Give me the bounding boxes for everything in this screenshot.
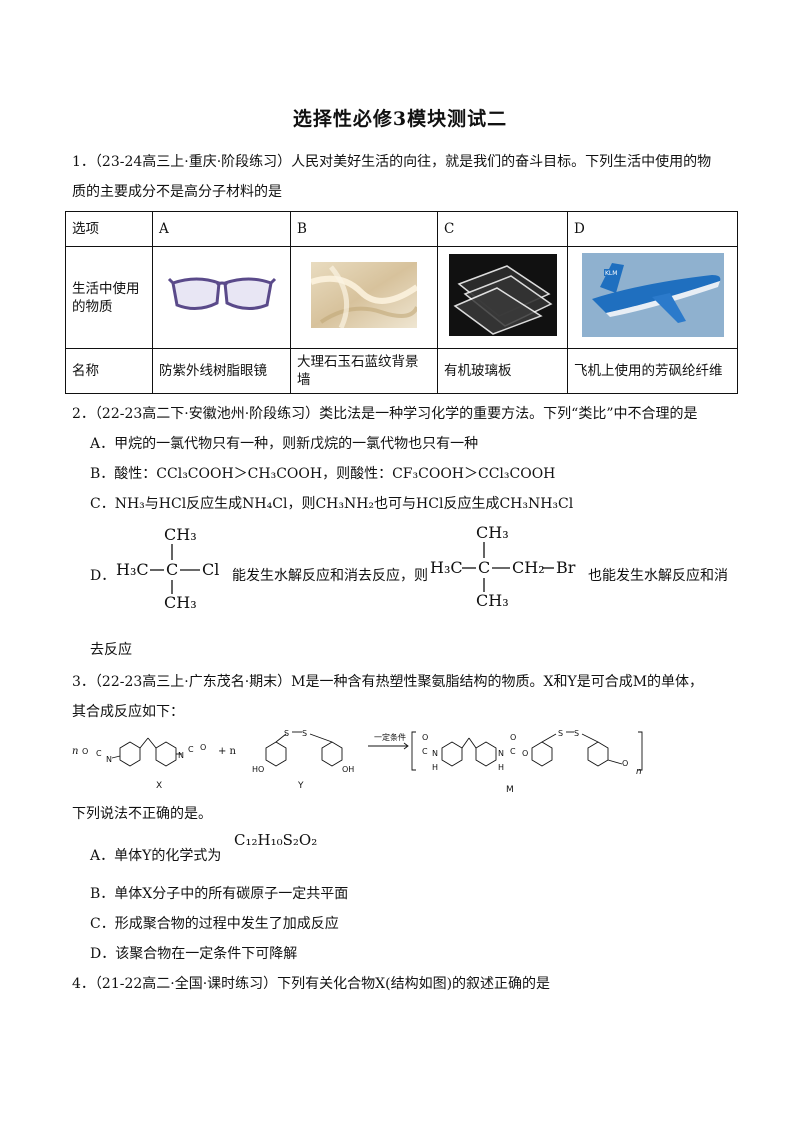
q2-option-a: A．甲烷的一氯代物只有一种，则新戊烷的一氯代物也只有一种	[90, 436, 479, 452]
row-label-items: 生活中使用的物质	[65, 246, 153, 349]
struct2-right: Br	[556, 558, 576, 577]
x-c-left: C	[96, 749, 102, 758]
header-c: C	[437, 211, 568, 247]
x-n-left: N	[106, 755, 112, 764]
m-h2: H	[498, 763, 504, 772]
q3-option-d: D．该聚合物在一定条件下可降解	[90, 946, 298, 962]
y-ho: HO	[252, 765, 264, 774]
reaction-scheme: n + n O C N N C O X HO S S OH Y 一定条件 O C…	[72, 729, 643, 795]
name-c: 有机玻璃板	[437, 348, 568, 394]
struct1-top: CH₃	[164, 525, 197, 544]
header-b: B	[290, 211, 438, 247]
struct2-mid: CH₂	[512, 558, 545, 577]
struct1-center: C	[166, 560, 178, 579]
q1-stem-line1: 1．（23-24高三上·重庆·阶段练习）人民对美好生活的向往，就是我们的奋斗目标…	[72, 154, 712, 170]
marble-icon	[310, 262, 419, 330]
airplane-icon: KLM	[581, 253, 724, 337]
image-glasses	[152, 246, 291, 349]
m-s1: S	[558, 729, 563, 738]
image-airplane: KLM	[567, 246, 738, 349]
q3-stem-line1: 3．（22-23高三上·广东茂名·期末）M是一种含有热塑性聚氨脂结构的物质。X和…	[72, 674, 704, 690]
structure-tert-butyl-chloride: CH₃ H₃C C Cl CH₃	[116, 525, 219, 612]
image-marble	[290, 246, 438, 349]
q3-option-a-formula: C₁₂H₁₀S₂O₂	[234, 831, 318, 849]
header-d: D	[567, 211, 738, 247]
q3-option-a-prefix: A．单体Y的化学式为	[90, 848, 222, 864]
q2-option-d-mid: 能发生水解反应和消去反应，则	[232, 568, 428, 584]
q2-stem: 2．（22-23高二下·安徽池州·阶段练习）类比法是一种学习化学的重要方法。下列…	[72, 406, 698, 422]
struct2-bottom: CH₃	[476, 591, 509, 610]
q3-stem-line2: 其合成反应如下：	[72, 704, 184, 720]
reaction-condition: 一定条件	[374, 732, 406, 742]
y-s2: S	[302, 729, 307, 738]
klm-logo	[603, 269, 618, 276]
name-b: 大理石玉石蓝纹背景墙	[290, 348, 438, 394]
x-n-right: N	[178, 751, 184, 760]
m-o4: O	[622, 759, 628, 768]
label-m: M	[506, 785, 514, 795]
m-h1: H	[432, 763, 438, 772]
name-a: 防紫外线树脂眼镜	[152, 348, 291, 394]
x-o-left: O	[82, 747, 88, 756]
m-c1: C	[422, 747, 428, 756]
q1-table: 选项 A B C D 生活中使用的物质	[65, 211, 738, 394]
image-acrylic	[437, 246, 568, 349]
m-c2: C	[510, 747, 516, 756]
struct1-left: H₃C	[116, 560, 149, 579]
m-n1: N	[432, 749, 438, 758]
struct2-top: CH₃	[476, 523, 509, 542]
y-s1: S	[284, 729, 289, 738]
m-o2: O	[510, 733, 516, 742]
q2-option-d-prefix: D．	[90, 568, 116, 584]
struct1-right: Cl	[202, 560, 219, 579]
glasses-icon	[167, 277, 276, 310]
q3-option-b: B．单体X分子中的所有碳原子一定共平面	[90, 886, 349, 902]
q2-option-b: B．酸性：CCl₃COOH＞CH₃COOH，则酸性：CF₃COOH＞CCl₃CO…	[90, 466, 556, 482]
q2-option-d-suffix: 也能发生水解反应和消	[588, 568, 728, 584]
q2-option-c: C．NH₃与HCl反应生成NH₄Cl，则CH₃NH₂也可与HCl反应生成CH₃N…	[90, 496, 574, 512]
struct1-bottom: CH₃	[164, 593, 197, 612]
row-label-name: 名称	[65, 348, 153, 394]
acrylic-sheet-icon	[448, 254, 557, 336]
m-n2: N	[498, 749, 504, 758]
m-subscript-n: n	[636, 767, 642, 777]
x-c-right: C	[188, 745, 194, 754]
struct2-center: C	[478, 558, 490, 577]
header-a: A	[152, 211, 291, 247]
q4-stem: 4．（21-22高二·全国·课时练习）下列有关化合物X(结构如图)的叙述正确的是	[72, 976, 551, 992]
m-o3: O	[522, 749, 528, 758]
x-o-right: O	[200, 743, 206, 752]
header-option: 选项	[65, 211, 153, 247]
page-title: 选择性必修3模块测试二	[292, 108, 508, 130]
q1-stem-line2: 质的主要成分不是高分子材料的是	[72, 184, 282, 200]
q2-option-d-continued: 去反应	[90, 642, 132, 658]
struct2-left: H₃C	[430, 558, 463, 577]
q3-ask: 下列说法不正确的是。	[72, 806, 212, 822]
m-o1: O	[422, 733, 428, 742]
scheme-plus: + n	[218, 746, 237, 757]
structure-neopentyl-bromide: CH₃ H₃C C CH₂ Br CH₃	[430, 523, 576, 610]
label-x: X	[156, 781, 162, 791]
label-y: Y	[297, 781, 304, 791]
q3-option-c: C．形成聚合物的过程中发生了加成反应	[90, 916, 339, 932]
name-d: 飞机上使用的芳砜纶纤维	[567, 348, 738, 394]
y-oh: OH	[342, 765, 354, 774]
m-s2: S	[574, 729, 579, 738]
scheme-n1: n	[72, 746, 78, 757]
klm-text: KLM	[605, 270, 617, 277]
